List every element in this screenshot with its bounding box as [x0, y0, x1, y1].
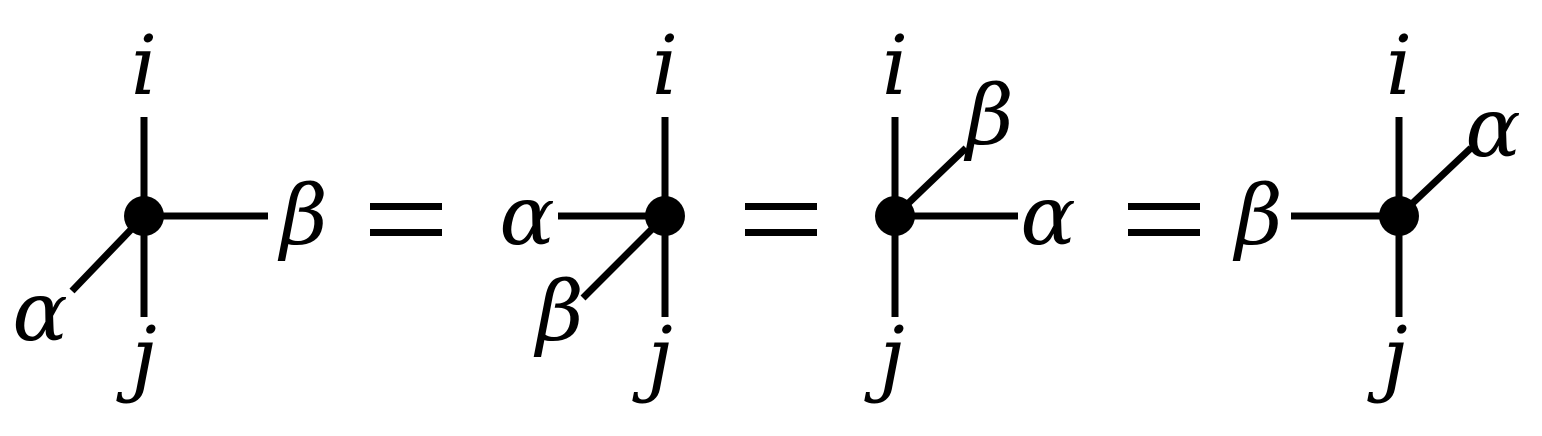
label-lower-left: α — [12, 265, 67, 360]
equals-sign-3 — [1128, 203, 1200, 236]
tensor-diagram-3: i j α β — [864, 19, 1075, 405]
label-bottom: j — [116, 310, 156, 405]
label-lower-left: β — [533, 265, 583, 360]
vertex-node — [875, 196, 915, 236]
equals-sign-2 — [745, 203, 817, 236]
tensor-diagram-4: i j β α — [1232, 19, 1520, 405]
vertex-node — [124, 196, 164, 236]
label-left: α — [499, 169, 554, 264]
equals-bar-bottom — [370, 229, 442, 236]
label-top: i — [882, 19, 908, 114]
equals-bar-top — [745, 203, 817, 210]
equals-bar-bottom — [1128, 229, 1200, 236]
label-top: i — [1386, 19, 1412, 114]
label-bottom: j — [632, 310, 672, 405]
label-bottom: j — [1367, 310, 1407, 405]
label-right: α — [1020, 169, 1075, 264]
label-upper-right: α — [1465, 81, 1520, 176]
equals-bar-bottom — [745, 229, 817, 236]
label-top: i — [652, 19, 678, 114]
vertex-node — [1379, 196, 1419, 236]
label-upper-right: β — [963, 69, 1013, 164]
tensor-diagram-2: i j α β — [499, 19, 685, 405]
tensor-diagram-1: i j β α — [12, 19, 327, 405]
label-left: β — [1232, 169, 1282, 264]
label-bottom: j — [864, 310, 904, 405]
equals-bar-top — [1128, 203, 1200, 210]
vertex-node — [645, 196, 685, 236]
equals-sign-1 — [370, 203, 442, 236]
label-right: β — [277, 169, 327, 264]
equals-bar-top — [370, 203, 442, 210]
label-top: i — [131, 19, 157, 114]
